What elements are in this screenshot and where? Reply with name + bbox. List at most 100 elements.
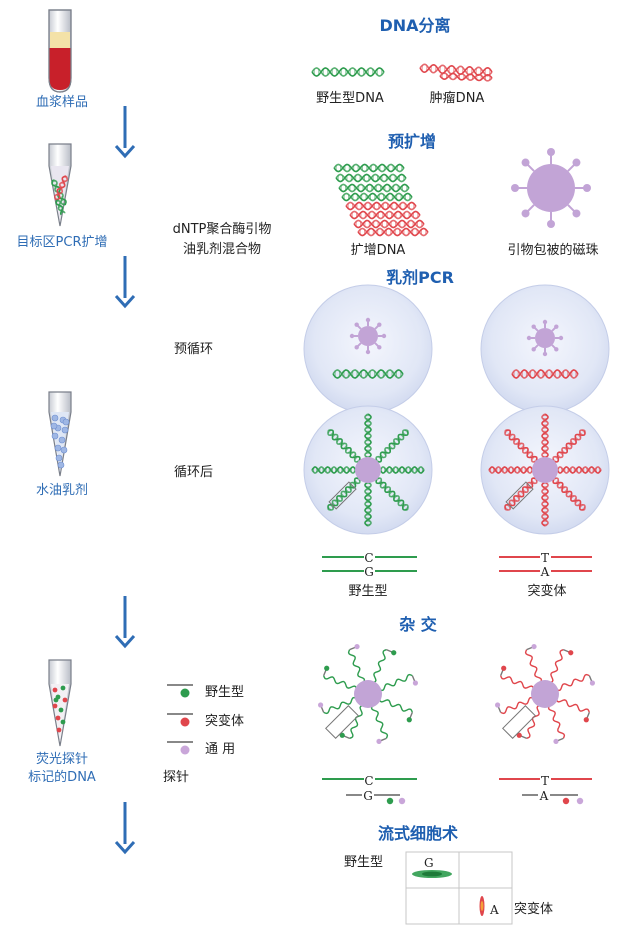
helix-strand (376, 430, 409, 463)
helix-strand (488, 466, 534, 474)
emulsion-droplet (57, 461, 65, 469)
helix-strand (439, 72, 493, 82)
hyb-strand (555, 698, 590, 713)
amplicon-arm (375, 477, 409, 511)
amplified-dna-helix-5 (349, 210, 421, 220)
hyb-probe-dot (531, 643, 537, 650)
amplicon-arm (327, 429, 361, 463)
emulsion-droplet (61, 426, 69, 434)
label-wildtype-dna: 野生型DNA (316, 91, 384, 106)
helix-strand (511, 369, 579, 379)
base-mut-bottom: A (540, 565, 550, 579)
hyb-strand (500, 675, 535, 690)
helix-strand (379, 466, 425, 474)
helix-strand (327, 430, 360, 463)
hyb-probe-dot (391, 650, 397, 656)
step-water-oil-emulsion: 水油乳剂 (35, 483, 89, 498)
primer-dot (554, 324, 559, 329)
helix-strand (541, 481, 549, 527)
hyb-probe-dot (339, 732, 345, 738)
primer-dot (531, 347, 536, 352)
primer-dot (349, 333, 355, 339)
pre-bead-mutant (526, 319, 564, 357)
pre-bead-wildtype (349, 317, 387, 355)
helix-strand (311, 466, 357, 474)
amplicon-arm (541, 481, 549, 527)
amplified-dna-helix-1 (335, 173, 407, 183)
helix-strand (364, 481, 372, 527)
legend-marker-universal (167, 741, 193, 755)
helix-strand (556, 466, 602, 474)
primer-dot (365, 349, 371, 355)
helix-strand (341, 192, 413, 202)
hyb-mut-probe-universal (576, 797, 584, 805)
hyb-probe-dot (354, 643, 360, 650)
step-plasma-sample: 血浆样品 (35, 95, 89, 110)
amplicon-arm (379, 466, 425, 474)
hyb-probe-dot (553, 738, 559, 745)
flow-quadrant-g: G (424, 856, 434, 870)
emulsion-droplet (51, 432, 59, 440)
hyb-wt-probe-green (386, 797, 394, 805)
hyb-strand (555, 673, 590, 692)
helix-strand (335, 173, 407, 183)
primer-dot (547, 148, 555, 156)
helix-strand (357, 227, 429, 237)
primer-coated-bead (511, 148, 591, 228)
hyb-mut-probe-red (562, 797, 570, 805)
section-emulsion-pcr: 乳剂PCR (386, 268, 454, 287)
flow-label-mutant: 突变体 (514, 902, 554, 917)
hyb-probe-dot (324, 665, 330, 671)
legend-probe-mutant: 突变体 (205, 714, 245, 729)
amplicon-arm (364, 413, 372, 459)
primer-dot (511, 184, 519, 192)
hyb-strand (378, 673, 413, 692)
label-mutant: 突变体 (527, 584, 567, 599)
helix-strand (332, 369, 404, 379)
highlight-box (325, 705, 359, 739)
helix-strand (375, 429, 408, 462)
amplified-dna-helix-4 (345, 201, 417, 211)
probe-dot (58, 707, 64, 713)
hyb-strand (349, 704, 364, 739)
pre-helix-mutant (511, 369, 579, 379)
probe-dot (53, 697, 59, 703)
tube-emulsion (48, 391, 72, 477)
highlight-box (505, 481, 534, 510)
primer-dot (583, 184, 591, 192)
base-wt-bottom: G (364, 565, 374, 579)
amplicon-arm (375, 429, 409, 463)
hyb-base-mut-top: T (540, 774, 550, 788)
legend-probe-dot (180, 717, 190, 727)
legend-probe-dot (180, 688, 190, 698)
droplet-pre-wildtype (303, 284, 433, 414)
highlight-box (328, 481, 357, 510)
probe-dot (60, 719, 66, 725)
label-wildtype: 野生型 (348, 584, 388, 599)
amplified-dna-helix-2 (338, 183, 410, 193)
bead-body (355, 457, 381, 483)
primer-dot (547, 220, 555, 228)
helix-strand (541, 481, 549, 527)
hyb-probe-dot (516, 732, 522, 738)
amplified-dna-helix-6 (353, 219, 425, 229)
hyb-probe-dot (376, 738, 382, 745)
hyb-strand (370, 704, 389, 739)
primer-dot (542, 351, 548, 357)
tumor-dna-helix (419, 63, 493, 77)
hyb-strand (547, 704, 566, 739)
primer-dot (558, 335, 564, 341)
hyb-probe-dot (317, 702, 324, 708)
helix-strand (349, 210, 421, 220)
primer-dot (531, 324, 536, 329)
primer-dot (354, 345, 359, 350)
legend-marker-wildtype (167, 684, 193, 698)
hyb-probe-dot (494, 702, 501, 708)
flow-quadrant-a: A (490, 903, 499, 917)
amplicon-arm (311, 466, 357, 474)
pcr-dna-green-short (55, 199, 66, 216)
arrow-3 (114, 596, 136, 649)
droplet-post-wildtype (303, 405, 433, 535)
